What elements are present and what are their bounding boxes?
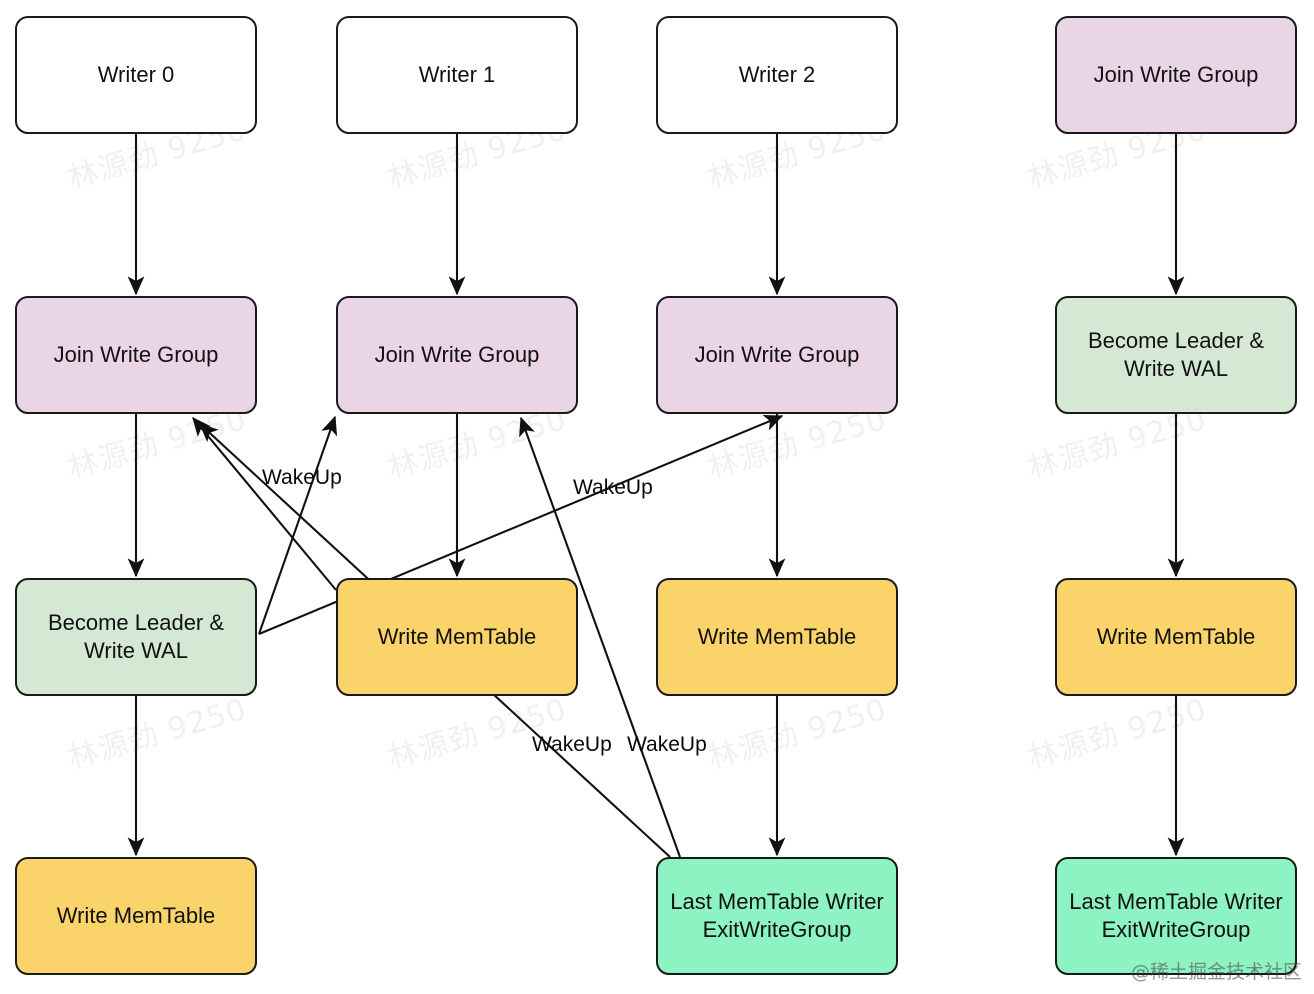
node-w2[interactable]: Writer 2	[656, 16, 898, 134]
node-bl0[interactable]: Become Leader & Write WAL	[15, 578, 257, 696]
node-legend-bl[interactable]: Become Leader & Write WAL	[1055, 296, 1297, 414]
node-last2[interactable]: Last MemTable Writer ExitWriteGroup	[656, 857, 898, 975]
edge-label-wakeup: WakeUp	[627, 733, 707, 756]
edge-label-wakeup: WakeUp	[573, 476, 653, 499]
node-wmt1[interactable]: Write MemTable	[336, 578, 578, 696]
watermark-tile: 林源劲 9250	[704, 692, 891, 777]
watermark-tile: 林源劲 9250	[384, 692, 571, 777]
watermark-tile: 林源劲 9250	[1024, 692, 1211, 777]
watermark-tile: 林源劲 9250	[64, 692, 251, 777]
edge-e-bl0-jwg1	[258, 415, 338, 635]
node-wmt2[interactable]: Write MemTable	[656, 578, 898, 696]
edge-e-wmt1-jwg0	[192, 417, 337, 591]
node-w1[interactable]: Writer 1	[336, 16, 578, 134]
node-jwg0[interactable]: Join Write Group	[15, 296, 257, 414]
node-w0[interactable]: Writer 0	[15, 16, 257, 134]
edge-label-wakeup: WakeUp	[262, 466, 342, 489]
node-legend-wmt[interactable]: Write MemTable	[1055, 578, 1297, 696]
source-watermark: @稀土掘金技术社区	[1130, 961, 1302, 983]
edge-label-wakeup: WakeUp	[532, 733, 612, 756]
node-legend-last[interactable]: Last MemTable Writer ExitWriteGroup	[1055, 857, 1297, 975]
node-wmt0[interactable]: Write MemTable	[15, 857, 257, 975]
node-jwg1[interactable]: Join Write Group	[336, 296, 578, 414]
node-legend-jwg[interactable]: Join Write Group	[1055, 16, 1297, 134]
node-jwg2[interactable]: Join Write Group	[656, 296, 898, 414]
